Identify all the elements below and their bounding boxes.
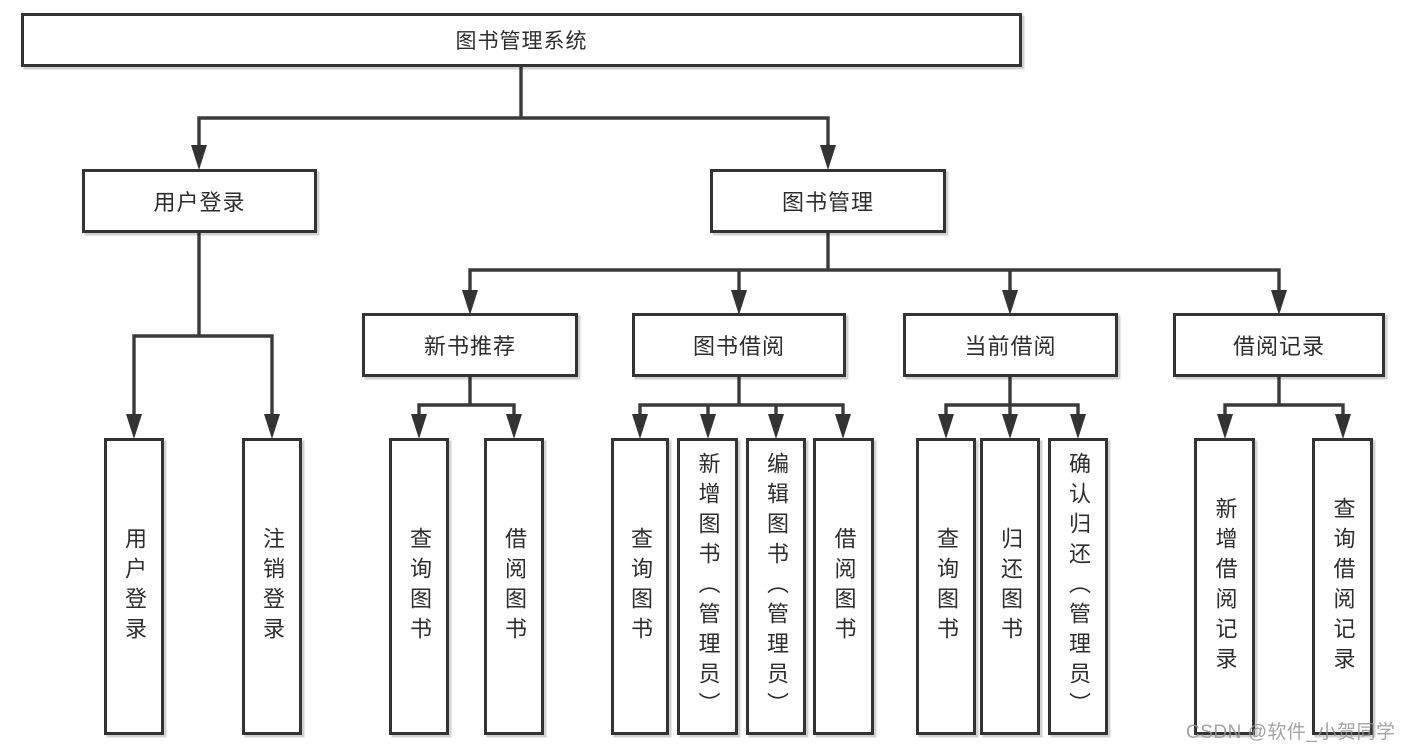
csdn-watermark: CSDN @软件_小贺同学 [1186, 722, 1396, 743]
node-label: 查询图书 [407, 526, 432, 647]
node-book-borrowing: 图书借阅 [632, 313, 846, 377]
node-label: 借阅图书 [502, 526, 527, 647]
node-label: 当前借阅 [964, 334, 1057, 359]
leaf-logout: 注销登录 [242, 438, 302, 735]
node-label: 注销登录 [260, 526, 285, 647]
node-label: 新增借阅记录 [1212, 496, 1238, 677]
leaf-query-books-1: 查询图书 [389, 438, 449, 735]
leaf-confirm-return-admin: 确认归还（管理员） [1048, 438, 1108, 735]
node-label: 借阅图书 [831, 526, 857, 647]
node-label: 确认归还（管理员） [1066, 451, 1091, 722]
leaf-query-books-2: 查询图书 [611, 438, 669, 735]
leaf-edit-books-admin: 编辑图书（管理员） [746, 438, 806, 735]
node-label: 图书借阅 [692, 334, 785, 359]
connector-newbook-to-leaves [411, 375, 522, 439]
connector-root-to-level2 [191, 65, 836, 170]
leaf-borrow-books-2: 借阅图书 [813, 438, 874, 735]
node-label: 用户登录 [153, 190, 246, 215]
connector-bookmgmt-to-level3 [462, 231, 1287, 315]
connector-records-to-leaves [1217, 375, 1351, 439]
leaf-add-borrow-record: 新增借阅记录 [1194, 438, 1255, 735]
node-label: 图书管理 [781, 190, 874, 215]
node-new-book-recommendation: 新书推荐 [362, 313, 578, 377]
leaf-borrow-books-1: 借阅图书 [484, 438, 544, 735]
node-label: 借阅记录 [1232, 334, 1325, 359]
node-label: 新书推荐 [423, 334, 516, 359]
node-book-management: 图书管理 [710, 169, 946, 233]
node-label: 图书管理系统 [455, 30, 588, 53]
leaf-add-books-admin: 新增图书（管理员） [677, 438, 738, 735]
node-label: 新增图书（管理员） [695, 451, 721, 722]
node-label: 用户登录 [122, 526, 147, 647]
node-current-borrowing: 当前借阅 [903, 313, 1118, 377]
leaf-query-borrow-record: 查询借阅记录 [1312, 438, 1373, 735]
connector-borrow-to-leaves [632, 375, 851, 439]
node-library-system: 图书管理系统 [21, 13, 1022, 67]
connector-current-to-leaves [938, 375, 1086, 439]
node-label: 归还图书 [998, 526, 1023, 647]
node-borrowing-records: 借阅记录 [1173, 313, 1385, 377]
node-label: 查询图书 [628, 526, 653, 647]
leaf-query-books-3: 查询图书 [916, 438, 976, 735]
node-user-login: 用户登录 [82, 169, 317, 233]
node-label: 编辑图书（管理员） [764, 451, 789, 722]
leaf-return-books: 归还图书 [980, 438, 1040, 735]
leaf-user-login: 用户登录 [104, 438, 164, 735]
node-label: 查询图书 [934, 526, 959, 647]
connector-userlogin-to-leaves [126, 231, 280, 439]
node-label: 查询借阅记录 [1330, 496, 1356, 677]
